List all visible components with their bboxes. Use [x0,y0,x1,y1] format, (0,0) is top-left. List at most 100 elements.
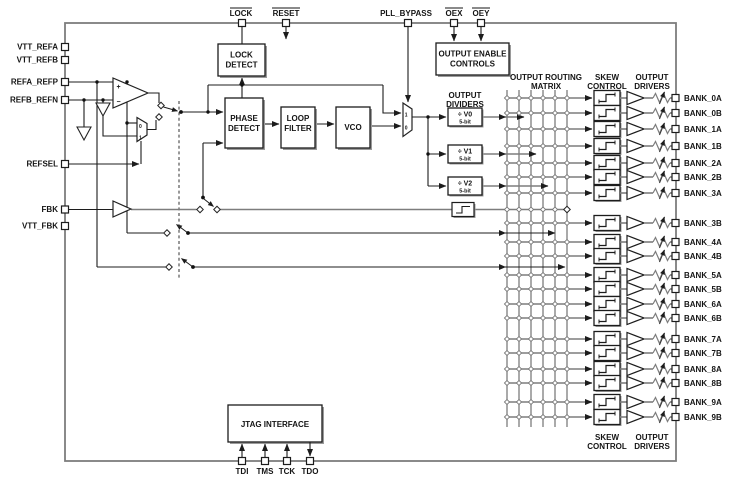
pin-tck [282,456,292,466]
matrix-node [539,173,547,181]
skew-step-icon [599,237,615,247]
ref-select-mux [136,116,148,143]
section-headers: OUTPUT DIVIDERS OUTPUT ROUTING MATRIX SK… [446,73,670,451]
pin-tdi [237,456,247,466]
output-buffer-icon [626,267,646,283]
matrix-node [551,159,559,167]
junction-dots [82,80,430,269]
skew-step-icon [599,348,615,358]
matrix-node [551,142,559,150]
bank-label: BANK_5A [684,271,722,280]
pin-tms [260,456,270,466]
pin-reset [281,18,291,28]
output-buffer-icon [626,155,646,171]
block-jtag-interface: JTAG INTERFACE [227,404,324,444]
matrix-node [527,252,535,260]
bank-label: BANK_9B [684,413,722,422]
matrix-node [527,413,535,421]
matrix-node [539,219,547,227]
matrix-node [539,142,547,150]
pin-lock [237,18,247,28]
matrix-node [515,94,523,102]
matrix-node [527,159,535,167]
skew-step-icon [599,251,615,261]
bank-row: BANK_0B [505,104,722,122]
matrix-node [527,349,535,357]
matrix-node [165,263,173,271]
svg-text:VCO: VCO [344,123,361,132]
matrix-node [551,398,559,406]
output-routing-matrix [506,90,568,427]
matrix-node [551,365,559,373]
matrix-node [527,300,535,308]
matrix-node [155,113,163,121]
matrix-node [503,142,511,150]
svg-text:CONTROL: CONTROL [587,82,627,91]
matrix-node [503,413,511,421]
skew-control-cell [593,309,621,327]
skew-step-icon [599,412,615,422]
output-buffer-icon [626,296,646,312]
pin-label: RESET [273,9,300,18]
matrix-node [563,189,571,197]
comparator-plus: + [117,84,121,91]
matrix-node [503,189,511,197]
matrix-node [515,125,523,133]
svg-text:÷ V2: ÷ V2 [458,181,472,188]
matrix-node [563,398,571,406]
bank-pin [671,270,680,280]
pin-oex [449,18,459,28]
matrix-node [539,159,547,167]
skew-step-icon [599,218,615,228]
bank-label: BANK_8B [684,379,722,388]
bank-label: BANK_7A [684,335,722,344]
matrix-node [196,205,204,214]
svg-text:5-bit: 5-bit [459,157,471,163]
pin-vtt-refa [60,42,70,52]
skew-control-cell [593,408,621,426]
matrix-node [515,173,523,181]
svg-text:OUTPUT: OUTPUT [636,433,669,442]
skew-control-cell [593,233,621,251]
matrix-node [563,159,571,167]
matrix-node [213,205,221,214]
matrix-node [563,285,571,293]
svg-text:DIVIDERS: DIVIDERS [446,100,484,109]
bank-pin [671,237,680,247]
matrix-node [551,252,559,260]
skew-step-icon [599,364,615,374]
block-loop-filter: LOOP FILTER [280,106,317,150]
matrix-node [539,94,547,102]
matrix-node [503,271,511,279]
matrix-node [515,300,523,308]
svg-text:LOCK: LOCK [230,51,253,60]
output-buffer-icon [626,90,646,106]
pin-label: TCK [279,467,296,476]
matrix-node [527,379,535,387]
skew-control-cell [593,184,621,202]
svg-text:SKEW: SKEW [595,73,619,82]
pin-oey [476,18,486,28]
matrix-node [539,365,547,373]
matrix-node [527,219,535,227]
svg-text:5-bit: 5-bit [459,120,471,126]
matrix-node [527,109,535,117]
pin-label: PLL_BYPASS [380,9,433,18]
bank-row: BANK_2B [505,168,722,186]
pin-label: VTT_REFA [17,43,58,52]
matrix-node [163,229,171,237]
matrix-node [503,219,511,227]
skew-control-cell [593,154,621,172]
matrix-node [515,413,523,421]
bank-label: BANK_4B [684,252,722,261]
matrix-node [503,335,511,343]
block-lock-detect: LOCK DETECT [217,43,267,78]
skew-step-icon [599,188,615,198]
output-buffer-icon [626,361,646,377]
matrix-node [563,238,571,246]
skew-step-icon [599,141,615,151]
bank-pin [671,124,680,134]
matrix-node [539,349,547,357]
matrix-node [503,300,511,308]
